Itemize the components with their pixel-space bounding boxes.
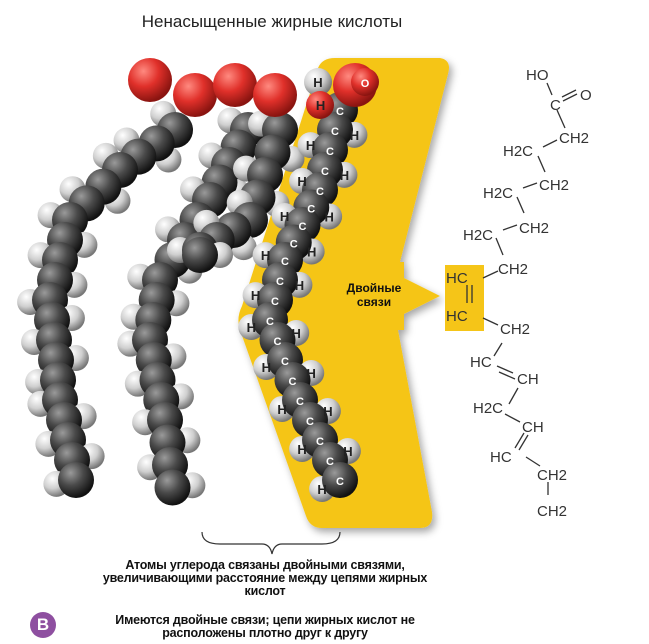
atom-label: H xyxy=(350,128,359,143)
formula-group: H2C xyxy=(473,400,503,417)
bracket xyxy=(201,531,341,555)
carbon-atom xyxy=(182,237,218,273)
formula-group: CH xyxy=(517,371,539,388)
atom-label: H xyxy=(313,75,322,90)
atom-label: C xyxy=(271,296,279,308)
space-filling-models xyxy=(17,58,379,506)
formula-group: HC xyxy=(490,449,512,466)
atom-label: C xyxy=(281,256,289,268)
oxygen-atom xyxy=(351,68,379,96)
atom-label: H xyxy=(340,168,349,183)
atom-label: O xyxy=(361,78,370,90)
atom-label: H xyxy=(297,174,306,189)
atom-label: C xyxy=(290,239,298,251)
atom-label: C xyxy=(316,436,324,448)
carbon-atom xyxy=(154,469,191,506)
atom-label: H xyxy=(306,138,315,153)
atom-label: C xyxy=(326,146,334,158)
atom-label: H xyxy=(247,320,256,335)
oxygen-atom xyxy=(173,73,217,117)
atom-label: H xyxy=(295,278,304,293)
atom-label: H xyxy=(292,326,301,341)
atom-label: H xyxy=(323,404,332,419)
atom-label: C xyxy=(307,204,315,216)
formula-group: CH2 xyxy=(500,321,530,338)
oxygen-atom xyxy=(128,58,172,102)
atom-label: H xyxy=(307,366,316,381)
formula-group: HC xyxy=(470,354,492,371)
atom-label: C xyxy=(326,456,334,468)
atom-label: H xyxy=(317,482,326,497)
atom-label: H xyxy=(251,288,260,303)
formula-group: CH2 xyxy=(559,130,589,147)
panel-caption: Имеются двойные связи; цепи жирных кисло… xyxy=(115,613,415,640)
double-bond-highlight xyxy=(445,265,484,331)
carbon-atom xyxy=(58,462,94,498)
atom-label: H xyxy=(343,444,352,459)
atom-label: C xyxy=(299,221,307,233)
formula-group: H2C xyxy=(483,185,513,202)
atom-label: C xyxy=(321,166,329,178)
carbon-atom xyxy=(322,462,358,498)
atom-label: H xyxy=(277,402,286,417)
atom-label: C xyxy=(266,316,274,328)
atom-label: H xyxy=(297,442,306,457)
formula-group: CH2 xyxy=(537,467,567,484)
atom-label: C xyxy=(316,186,324,198)
formula-group: CH2 xyxy=(539,177,569,194)
atom-label: H xyxy=(280,209,289,224)
formula-group: CH xyxy=(522,419,544,436)
formula-group: HC xyxy=(446,270,468,287)
formula-group: CH2 xyxy=(498,261,528,278)
atom-label: C xyxy=(276,276,284,288)
formula-group: H2C xyxy=(503,143,533,160)
atom-label: C xyxy=(281,356,289,368)
formula-group: HC xyxy=(446,308,468,325)
formula-group: O xyxy=(580,87,592,104)
formula-text: HOCOCH2H2CCH2H2CCH2H2CCH2HCHCCH2HCCHH2CC… xyxy=(446,67,592,520)
atom-label: C xyxy=(331,126,339,138)
atom-label: C xyxy=(296,396,304,408)
hydrogen-atom xyxy=(304,68,332,96)
atom-label: C xyxy=(274,336,282,348)
atom-label: C xyxy=(289,376,297,388)
oxygen-atom xyxy=(306,91,334,119)
figure-title: Ненасыщенные жирные кислоты xyxy=(142,12,402,31)
oxygen-atom xyxy=(213,63,257,107)
formula-group: H2C xyxy=(463,227,493,244)
atom-label: H xyxy=(262,360,271,375)
oxygen-atom xyxy=(253,73,297,117)
formula-group: CH2 xyxy=(519,220,549,237)
atom-label: H xyxy=(324,209,333,224)
panel-badge: B xyxy=(30,612,56,638)
structural-formula xyxy=(466,82,578,495)
atom-label: H xyxy=(307,244,316,259)
atom-label: H xyxy=(261,248,270,263)
formula-group: CH2 xyxy=(537,503,567,520)
formula-group: HO xyxy=(526,67,549,84)
bracket-caption: Атомы углерода связаны двойными связями,… xyxy=(102,558,428,598)
atom-label: H xyxy=(316,98,325,113)
atom-label: C xyxy=(336,476,344,488)
formula-group: C xyxy=(550,97,561,114)
atom-label: C xyxy=(306,416,314,428)
atom-label: C xyxy=(336,106,344,118)
